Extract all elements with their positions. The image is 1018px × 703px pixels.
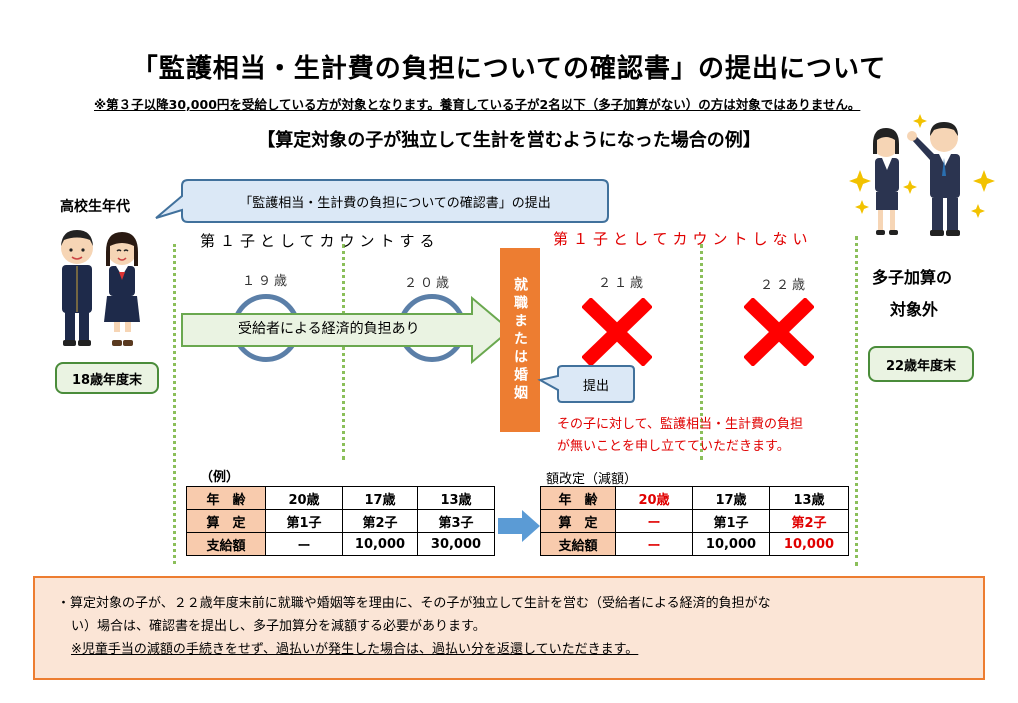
example-table-before: 年 齢 20歳 17歳 13歳 算 定 第1子 第2子 第3子 支給額 ー 10… bbox=[186, 486, 495, 556]
row-label-calc: 算 定 bbox=[186, 509, 266, 533]
submit-label: 提出 bbox=[582, 378, 609, 394]
table-cell: 13歳 bbox=[769, 486, 849, 510]
cross-age-22-icon bbox=[744, 298, 814, 366]
bottom-info-box: ・算定対象の子が、２２歳年度末前に就職や婚姻等を理由に、その子が独立して生計を営… bbox=[33, 576, 985, 680]
row-label-amount: 支給額 bbox=[540, 532, 616, 556]
arrow-right-icon bbox=[498, 510, 540, 542]
red-explanation-line-2: が無いことを申し立てていただきます。 bbox=[557, 439, 790, 454]
timeline-divider-right bbox=[855, 236, 858, 566]
example-caption: （例） bbox=[200, 470, 240, 485]
table-cell: 第3子 bbox=[417, 509, 495, 533]
timeline-divider-21-22 bbox=[700, 244, 703, 460]
table-row: 年 齢 20歳 17歳 13歳 bbox=[186, 486, 495, 510]
age-18-year-end-box: 18歳年度末 bbox=[55, 362, 159, 394]
age-22-label: ２２歳 bbox=[760, 278, 809, 293]
age-19-label: １９歳 bbox=[242, 274, 291, 289]
table-cell: 10,000 bbox=[692, 532, 770, 556]
age-22-year-end-box: 22歳年度末 bbox=[868, 346, 974, 382]
table-cell: 20歳 bbox=[265, 486, 343, 510]
students-illustration-icon bbox=[61, 230, 140, 346]
not-count-as-first-child-label: 第１子としてカウントしない bbox=[553, 230, 813, 248]
table-cell: 第1子 bbox=[265, 509, 343, 533]
bottom-line-2: い）場合は、確認書を提出し、多子加算分を減額する必要があります。 bbox=[71, 619, 486, 634]
bottom-line-3-overpayment-note: ※児童手当の減額の手続きをせず、過払いが発生した場合は、過払い分を返還していただ… bbox=[71, 642, 639, 657]
table-cell: ー bbox=[615, 509, 693, 533]
table-cell: 第1子 bbox=[692, 509, 770, 533]
table-row: 支給額 ー 10,000 10,000 bbox=[540, 532, 849, 556]
row-label-amount: 支給額 bbox=[186, 532, 266, 556]
bottom-line-1: ・算定対象の子が、２２歳年度末前に就職や婚姻等を理由に、その子が独立して生計を営… bbox=[57, 596, 771, 611]
section-subtitle: 【算定対象の子が独立して生計を営むようになった場合の例】 bbox=[257, 130, 761, 151]
table-cell: 17歳 bbox=[692, 486, 770, 510]
table-cell: 第2子 bbox=[342, 509, 418, 533]
row-label-age: 年 齢 bbox=[540, 486, 616, 510]
multi-child-addition-label-2: 対象外 bbox=[890, 300, 939, 319]
timeline-divider-19-20 bbox=[342, 244, 345, 460]
table-cell: 10,000 bbox=[342, 532, 418, 556]
table-cell: 10,000 bbox=[769, 532, 849, 556]
table-row: 算 定 ー 第1子 第2子 bbox=[540, 509, 849, 533]
page-title: 「監護相当・生計費の負担についての確認書」の提出について bbox=[131, 54, 887, 84]
table-cell: 13歳 bbox=[417, 486, 495, 510]
example-table-after: 年 齢 20歳 17歳 13歳 算 定 ー 第1子 第2子 支給額 ー 10,0… bbox=[540, 486, 849, 556]
table-row: 年 齢 20歳 17歳 13歳 bbox=[540, 486, 849, 510]
multi-child-addition-label-1: 多子加算の bbox=[872, 268, 953, 287]
timeline-divider-left bbox=[173, 244, 176, 564]
eligibility-note: ※第３子以降30,000円を受給している方が対象となります。養育している子が2名… bbox=[94, 97, 861, 112]
revised-amount-caption: 額改定（減額） bbox=[546, 472, 638, 487]
age-20-label: ２０歳 bbox=[404, 276, 453, 291]
row-label-calc: 算 定 bbox=[540, 509, 616, 533]
count-as-first-child-label: 第１子としてカウントする bbox=[200, 232, 440, 250]
table-cell: ー bbox=[615, 532, 693, 556]
economic-burden-arrow-icon bbox=[181, 295, 512, 365]
red-explanation-line-1: その子に対して、監護相当・生計費の負担 bbox=[557, 417, 803, 432]
row-label-age: 年 齢 bbox=[186, 486, 266, 510]
cross-age-21-icon bbox=[582, 298, 652, 366]
table-row: 支給額 ー 10,000 30,000 bbox=[186, 532, 495, 556]
table-cell: 17歳 bbox=[342, 486, 418, 510]
high-school-age-label: 高校生年代 bbox=[60, 199, 130, 215]
employment-or-marriage-bar: 就職または婚姻 bbox=[500, 248, 540, 432]
submit-callout-shape bbox=[537, 365, 635, 403]
table-cell: 30,000 bbox=[417, 532, 495, 556]
business-people-illustration-icon bbox=[849, 114, 995, 236]
table-cell: 第2子 bbox=[769, 509, 849, 533]
table-row: 算 定 第1子 第2子 第3子 bbox=[186, 509, 495, 533]
confirmation-submit-bubble: 「監護相当・生計費の負担についての確認書」の提出 bbox=[239, 195, 551, 211]
age-21-label: ２１歳 bbox=[598, 276, 647, 291]
table-cell: ー bbox=[265, 532, 343, 556]
speech-bubble-shape bbox=[155, 179, 609, 223]
table-cell: 20歳 bbox=[615, 486, 693, 510]
economic-burden-label: 受給者による経済的負担あり bbox=[238, 321, 420, 337]
